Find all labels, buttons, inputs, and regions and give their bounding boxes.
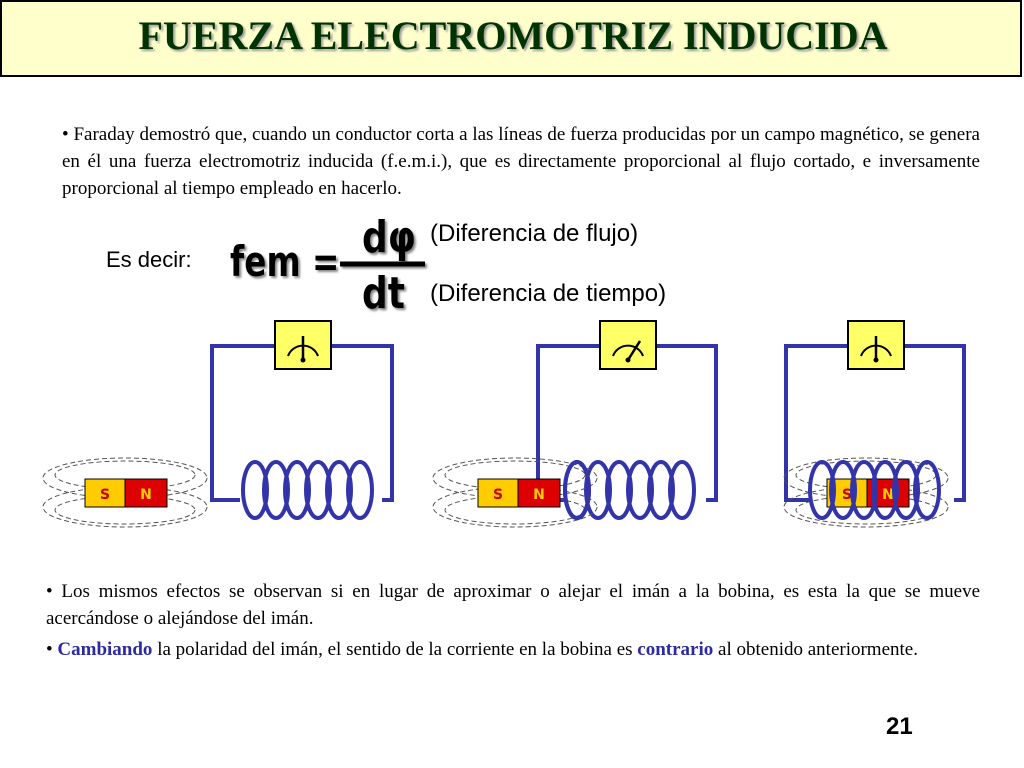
page-number: 21 bbox=[886, 713, 913, 740]
magnet-north-label: N bbox=[533, 487, 545, 503]
galvanometer-3 bbox=[847, 320, 905, 370]
galvanometer-1 bbox=[274, 320, 332, 370]
magnet-south-label: S bbox=[493, 487, 503, 503]
formula-denominator: dt bbox=[362, 269, 405, 319]
polarity-text-1: la polaridad del imán, el sentido de la … bbox=[152, 639, 638, 660]
title-banner: FUERZA ELECTROMOTRIZ INDUCIDA bbox=[0, 0, 1022, 77]
bullet: • bbox=[46, 639, 58, 660]
paragraph-coil-motion: • Los mismos efectos se observan si en l… bbox=[46, 581, 980, 629]
denominator-note: (Diferencia de tiempo) bbox=[430, 280, 667, 307]
page-title: FUERZA ELECTROMOTRIZ INDUCIDA bbox=[138, 13, 888, 58]
paragraph-faraday: • Faraday demostró que, cuando un conduc… bbox=[62, 124, 980, 199]
formula-intro: Es decir: bbox=[106, 247, 192, 272]
polarity-text-2: al obtenido anteriormente. bbox=[713, 639, 918, 660]
galvanometer-2 bbox=[599, 320, 657, 370]
scene-3: S N bbox=[783, 320, 966, 528]
coil-1 bbox=[241, 460, 374, 520]
paragraph-polarity: • Cambiando la polaridad del imán, el se… bbox=[46, 636, 980, 663]
magnet-south-label: S bbox=[100, 487, 110, 503]
numerator-note: (Diferencia de flujo) bbox=[430, 220, 639, 247]
highlight-cambiando: Cambiando bbox=[57, 639, 153, 660]
formula-numerator: dφ bbox=[362, 213, 416, 263]
magnet-north-label: N bbox=[882, 487, 894, 503]
magnet-2: S N bbox=[477, 478, 561, 508]
magnet-north-label: N bbox=[140, 487, 152, 503]
magnet-south-label: S bbox=[842, 487, 852, 503]
scene-1: S N bbox=[42, 320, 394, 528]
scene-2: S N bbox=[432, 320, 718, 528]
highlight-contrario: contrario bbox=[637, 639, 714, 660]
coil-3 bbox=[808, 460, 941, 520]
magnet-1: S N bbox=[84, 478, 168, 508]
formula-lhs: fem = bbox=[230, 237, 339, 286]
